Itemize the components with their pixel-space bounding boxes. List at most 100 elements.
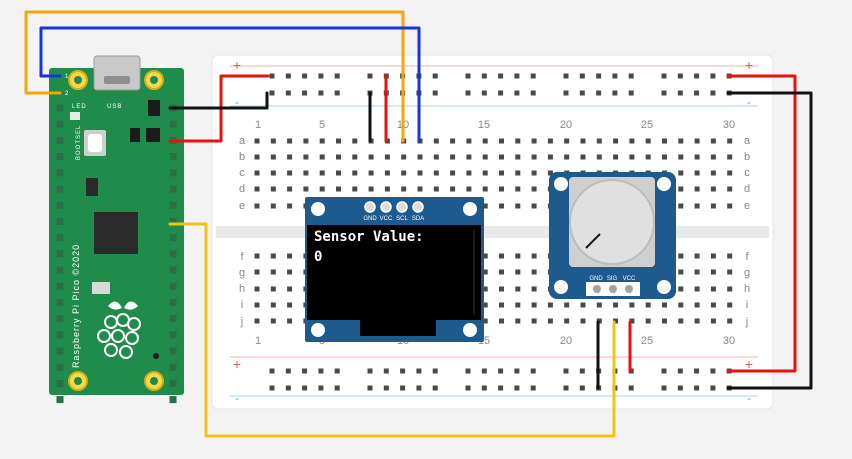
rail-hole: [563, 73, 569, 79]
breadboard-hole: [499, 318, 504, 324]
mounting-hole-inner: [74, 76, 82, 84]
rail-hole: [334, 385, 340, 391]
rail-hole: [677, 385, 683, 391]
row-letter-j-left: j: [240, 316, 243, 328]
pico-board-label: Raspberry Pi Pico ©2020: [71, 244, 81, 368]
breadboard-hole: [662, 302, 667, 308]
pico-pin: [169, 169, 177, 177]
breadboard-hole: [433, 138, 439, 144]
rail-hole: [285, 385, 291, 391]
row-letter-f-right: f: [745, 251, 749, 263]
bootsel-label: BOOTSEL: [76, 125, 82, 160]
pico-pin: [169, 331, 177, 339]
breadboard-hole: [596, 154, 602, 160]
pico-pin-2-label: 2: [65, 91, 69, 97]
wire-yellow-pot-sig-to-pico[interactable]: [168, 222, 616, 438]
wire-black-top-to-bottom-rail[interactable]: [726, 91, 813, 390]
breadboard-hole: [303, 170, 309, 176]
column-number-15-top: 15: [478, 119, 490, 131]
breadboard-hole: [482, 138, 488, 144]
row-letter-g-left: g: [239, 267, 245, 279]
breadboard-hole: [254, 269, 260, 275]
pico-pin: [56, 120, 64, 128]
breadboard-hole: [678, 286, 684, 292]
wire-blue-pico-to-sda[interactable]: [39, 26, 421, 143]
breadboard-hole: [678, 302, 684, 308]
crystal: [92, 282, 110, 294]
rail-hole: [563, 368, 569, 374]
breadboard-hole: [450, 154, 456, 160]
pico-pin: [169, 217, 177, 225]
breadboard-hole: [694, 269, 700, 275]
oled-mounting-hole: [311, 323, 325, 337]
breadboard-hole: [303, 154, 309, 160]
breadboard-hole: [368, 170, 374, 176]
breadboard-hole: [678, 203, 684, 209]
breadboard-hole: [254, 138, 260, 144]
rail-hole: [661, 385, 667, 391]
breadboard-hole: [596, 138, 602, 144]
breadboard-hole: [499, 203, 504, 209]
breadboard-hole: [319, 138, 325, 144]
breadboard-hole: [596, 302, 602, 308]
breadboard-hole: [482, 154, 488, 160]
breadboard-hole: [662, 138, 667, 144]
breadboard-hole: [678, 269, 684, 275]
pico-pin: [169, 266, 177, 274]
wire-black-pico-to-top-rail[interactable]: [168, 91, 269, 110]
rail-hole: [579, 385, 585, 391]
breadboard-hole: [515, 286, 521, 292]
pico-pin: [169, 347, 177, 355]
breadboard-hole: [694, 253, 700, 259]
breadboard-hole: [482, 302, 488, 308]
rail-hole: [661, 90, 667, 96]
breadboard-hole: [694, 138, 700, 144]
pico-pin: [169, 298, 177, 306]
rail-hole: [628, 90, 634, 96]
bootsel-button[interactable]: [88, 134, 102, 152]
row-letter-h-left: h: [239, 283, 245, 295]
row-letter-b-left: b: [239, 151, 245, 163]
breadboard-hole: [466, 170, 472, 176]
breadboard-hole: [450, 186, 456, 192]
breadboard-hole: [352, 138, 358, 144]
breadboard-hole: [287, 269, 293, 275]
pot-mounting-hole: [657, 177, 671, 191]
breadboard-hole: [270, 138, 276, 144]
breadboard-hole: [384, 170, 390, 176]
breadboard-hole: [613, 318, 619, 324]
column-number-30-top: 30: [723, 119, 735, 131]
breadboard-hole: [515, 138, 521, 144]
rail-hole: [367, 73, 373, 79]
rail-hole: [498, 368, 504, 374]
row-letter-f-left: f: [240, 251, 244, 263]
wire-red-top-to-bottom-rail[interactable]: [726, 74, 797, 373]
breadboard-hole: [694, 302, 700, 308]
pico-pin-39-label: 39: [158, 64, 165, 70]
breadboard-hole: [499, 302, 504, 308]
pot-mounting-hole: [657, 280, 671, 294]
pot-pin-sig-pad: [609, 285, 617, 293]
breadboard-hole: [580, 318, 586, 324]
breadboard-hole: [433, 186, 439, 192]
breadboard-hole: [368, 186, 374, 192]
breadboard-hole: [287, 203, 293, 209]
rail-hole: [465, 368, 471, 374]
pico-pin: [169, 185, 177, 193]
breadboard-hole: [710, 286, 716, 292]
breadboard-hole: [287, 286, 293, 292]
wire-orange-pico-to-scl[interactable]: [24, 10, 405, 143]
breadboard-hole: [270, 302, 276, 308]
mounting-hole-inner: [74, 377, 82, 385]
breadboard-hole: [678, 253, 684, 259]
pico-pin: [56, 104, 64, 112]
rail-hole: [530, 385, 536, 391]
breadboard-hole: [254, 318, 260, 324]
pico-pin: [56, 136, 64, 144]
pot-knob[interactable]: [569, 179, 655, 265]
breadboard-hole: [564, 318, 570, 324]
pico-pin: [56, 298, 64, 306]
breadboard-hole: [303, 186, 309, 192]
breadboard-hole: [531, 138, 537, 144]
breadboard-hole: [531, 253, 537, 259]
